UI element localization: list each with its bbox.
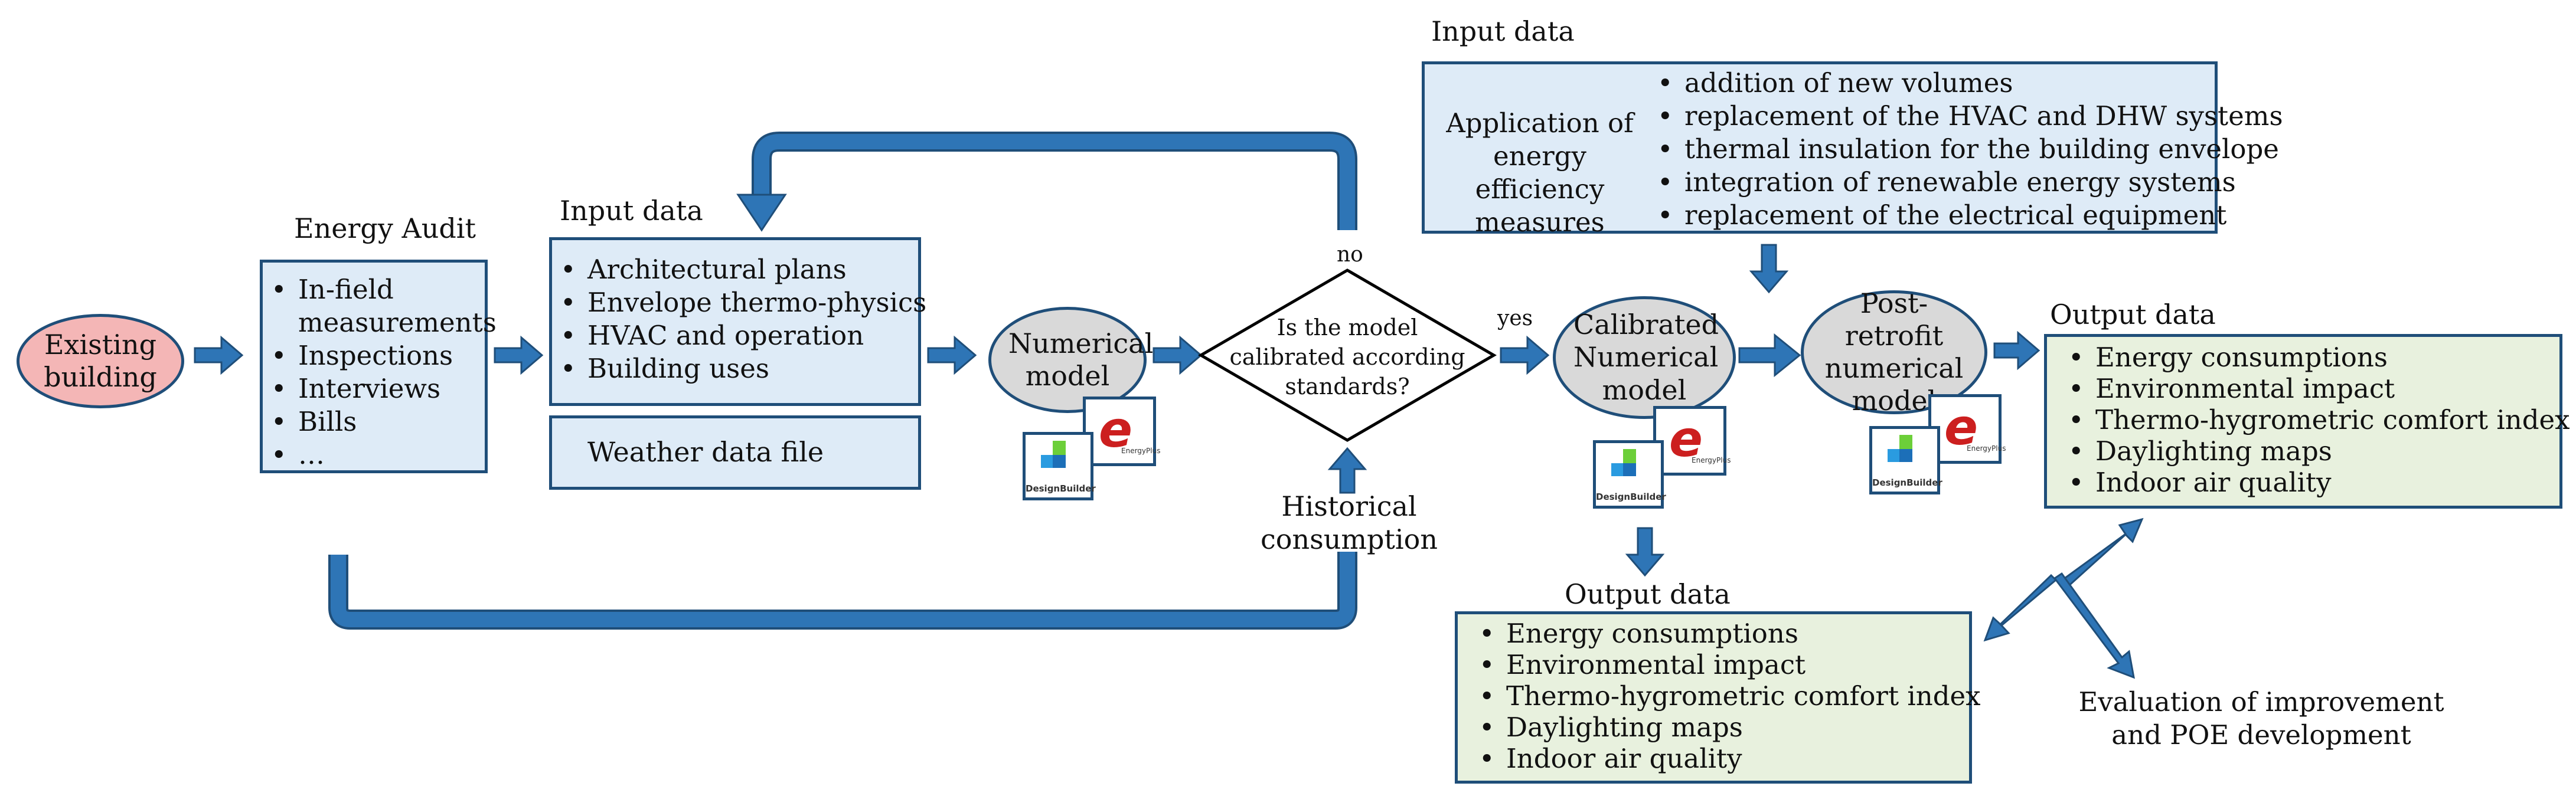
output-right-box: Energy consumptions Environmental impact… xyxy=(2044,334,2570,509)
list-item: Daylighting maps xyxy=(1471,712,1969,743)
designbuilder-logo: DesignBuilder xyxy=(1869,426,1942,494)
input-data-left-box: Architectural plans Envelope thermo-phys… xyxy=(549,237,926,406)
output-bottom-box: Energy consumptions Environmental impact… xyxy=(1455,611,1981,784)
energy-audit-box: In-field measurements Inspections Interv… xyxy=(260,260,497,473)
list-item: Indoor air quality xyxy=(2060,467,2559,498)
input-data-top-box: Application of energy efficiency measure… xyxy=(1422,61,2283,238)
list-item: HVAC and operation xyxy=(552,319,918,352)
energyplus-logo-text: EnergyPlus xyxy=(1121,447,1161,455)
list-item: Building uses xyxy=(552,352,918,385)
existing-building-label: Existing building xyxy=(44,328,157,393)
application-label: Application of energy efficiency measure… xyxy=(1446,107,1634,238)
designbuilder-logo-text: DesignBuilder xyxy=(1872,477,1942,488)
list-item: Architectural plans xyxy=(552,253,918,286)
list-item: Inspections xyxy=(263,339,485,372)
feedback-loop-arrow xyxy=(752,132,1357,230)
list-item: thermal insulation for the building enve… xyxy=(1649,133,2283,166)
input-data-top-title: Input data xyxy=(1431,15,1575,47)
arrow-decision-to-calibrated xyxy=(1500,335,1550,375)
list-item: Environmental impact xyxy=(1471,649,1969,680)
arrow-building-to-audit xyxy=(194,335,244,375)
list-item: Thermo-hygrometric comfort index xyxy=(2060,404,2570,435)
designbuilder-shape-icon xyxy=(1041,441,1066,468)
arrow-post-to-output xyxy=(1993,330,2040,371)
designbuilder-logo: DesignBuilder xyxy=(1593,440,1666,509)
output-bottom-title: Output data xyxy=(1565,578,1731,610)
list-item: addition of new volumes xyxy=(1649,67,2283,100)
list-item: Energy consumptions xyxy=(2060,342,2559,373)
post-retrofit-oval: Post-retrofit numerical model xyxy=(1801,287,1987,417)
input-data-left-title: Input data xyxy=(560,195,703,227)
list-item: Bills xyxy=(263,405,485,438)
designbuilder-logo-text: DesignBuilder xyxy=(1026,483,1096,494)
energyplus-e-icon: e xyxy=(1099,401,1132,458)
list-item: … xyxy=(263,438,485,471)
evaluation-label: Evaluation of improvement and POE develo… xyxy=(2078,686,2444,751)
numerical-model-label: Numerical model xyxy=(1008,327,1154,392)
energyplus-logo: e EnergyPlus xyxy=(1653,406,1731,476)
arrow-input-top-down xyxy=(1749,244,1789,294)
arrow-historical-up xyxy=(1327,447,1367,494)
weather-data-box: Weather data file xyxy=(549,415,921,490)
list-item: Thermo-hygrometric comfort index xyxy=(1471,680,1981,712)
list-item: Envelope thermo-physics xyxy=(552,286,926,319)
output-right-title: Output data xyxy=(2050,299,2216,330)
list-item: replacement of the HVAC and DHW systems xyxy=(1649,100,2283,133)
list-item: Interviews xyxy=(263,372,485,405)
list-item: replacement of the electrical equipment xyxy=(1649,199,2283,232)
designbuilder-logo-text: DesignBuilder xyxy=(1596,492,1666,502)
designbuilder-shape-icon xyxy=(1888,435,1912,462)
historical-consumption-label: Historical consumption xyxy=(1261,490,1438,555)
energyplus-logo: e EnergyPlus xyxy=(1083,397,1160,466)
arrow-numerical-to-decision xyxy=(1152,335,1203,375)
list-item: integration of renewable energy systems xyxy=(1649,166,2283,199)
arrow-branch-downleft xyxy=(1983,574,2058,642)
decision-diamond xyxy=(1198,268,1497,442)
arrow-input-to-numerical xyxy=(927,335,977,375)
energyplus-logo-text: EnergyPlus xyxy=(1692,456,1731,464)
bottom-loop-bar xyxy=(328,552,1357,630)
list-item: Environmental impact xyxy=(2060,373,2559,404)
list-item: In-field measurements xyxy=(263,273,497,339)
arrow-calibrated-to-post xyxy=(1738,333,1801,378)
designbuilder-shape-icon xyxy=(1611,449,1636,476)
arrow-calibrated-down xyxy=(1625,527,1665,577)
list-item: Energy consumptions xyxy=(1471,618,1969,649)
calibrated-model-label: Calibrated Numerical model xyxy=(1573,309,1719,406)
arrow-branch-down xyxy=(2053,572,2135,679)
calibrated-model-oval: Calibrated Numerical model xyxy=(1553,296,1736,419)
energyplus-e-icon: e xyxy=(1669,410,1703,468)
energyplus-e-icon: e xyxy=(1944,398,1978,456)
designbuilder-logo: DesignBuilder xyxy=(1023,432,1096,500)
energyplus-logo-text: EnergyPlus xyxy=(1967,444,2006,453)
numerical-model-oval: Numerical model xyxy=(988,307,1154,413)
decision-yes-label: yes xyxy=(1497,306,1533,330)
existing-building-oval: Existing building xyxy=(17,314,184,408)
arrow-branch-upright xyxy=(2059,517,2144,591)
weather-data-label: Weather data file xyxy=(587,436,824,468)
decision-question: Is the model calibrated according standa… xyxy=(1229,315,1465,399)
post-retrofit-label: Post-retrofit numerical model xyxy=(1824,287,1964,417)
decision-no-label: no xyxy=(1337,243,1363,267)
energy-audit-title: Energy Audit xyxy=(294,212,476,244)
list-item: Indoor air quality xyxy=(1471,743,1969,774)
arrow-audit-to-input xyxy=(494,335,544,375)
list-item: Daylighting maps xyxy=(2060,435,2559,467)
